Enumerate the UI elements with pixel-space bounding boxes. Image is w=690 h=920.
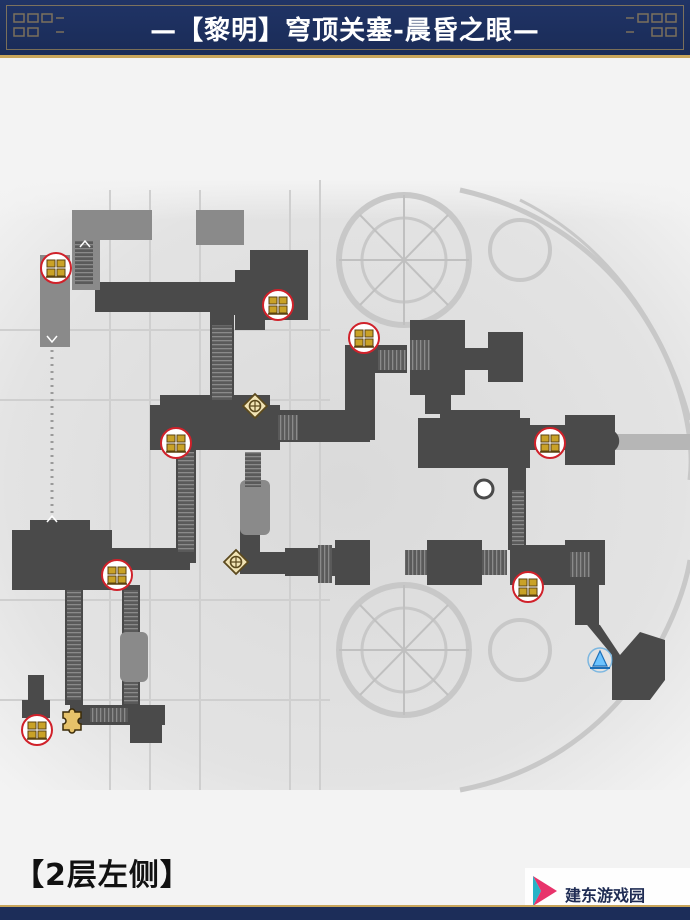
treasure-chest-icon[interactable] [21,714,53,746]
treasure-chest-icon[interactable] [160,427,192,459]
banner-frame [6,5,684,50]
title-banner: —【黎明】穹顶关塞-晨昏之眼— [0,0,690,58]
treasure-chest-icon[interactable] [40,252,72,284]
treasure-chest-icon[interactable] [262,289,294,321]
banner-ornament-left-icon [13,13,64,37]
map-background [0,180,690,790]
banner-ornament-right-icon [626,13,677,37]
elevator-path [46,239,91,523]
page-title: —【黎明】穹顶关塞-晨昏之眼— [150,16,540,46]
treasure-chest-icon[interactable] [101,559,133,591]
site-logo-icon [533,876,557,906]
space-anchor-icon[interactable] [587,647,613,673]
floor-label: 【2层左侧】 [14,858,191,893]
treasure-chest-icon[interactable] [348,322,380,354]
puzzle-piece-icon[interactable] [62,708,82,734]
watermark-text: 建东游戏园 [565,886,646,905]
waypoint-ring-icon[interactable] [473,478,495,500]
stairs [67,240,590,722]
map-area [0,58,690,878]
treasure-chest-icon[interactable] [534,427,566,459]
bottom-bar [0,905,690,920]
map-canvas [0,180,690,793]
east-walkway [615,434,690,450]
treasure-chest-icon[interactable] [512,571,544,603]
